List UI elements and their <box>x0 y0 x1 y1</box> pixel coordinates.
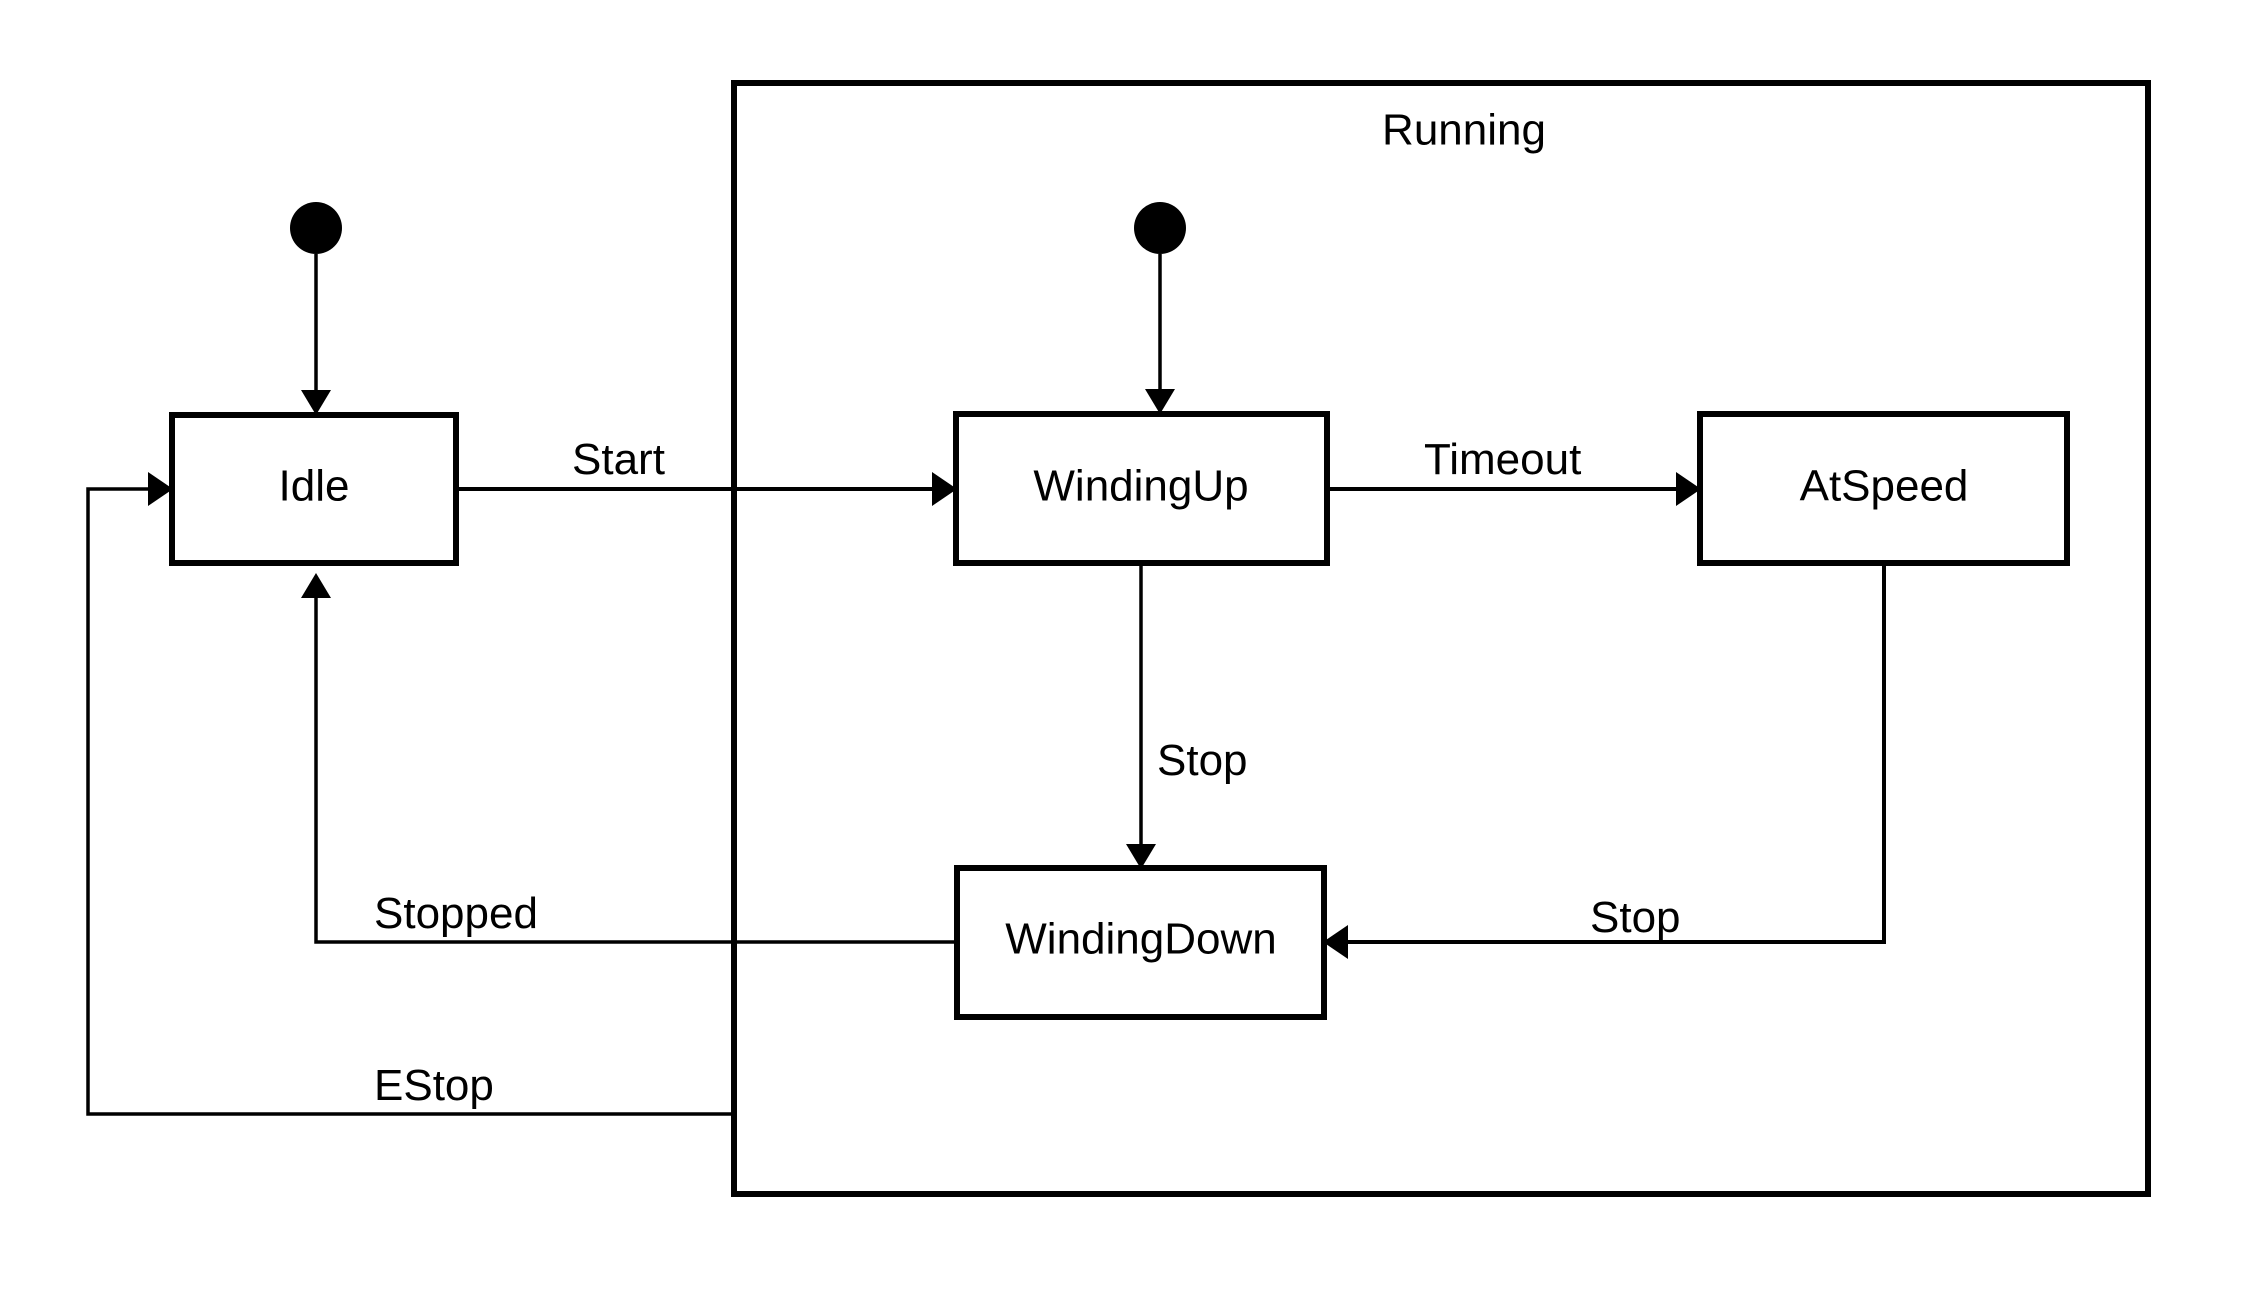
transition-label-estop: EStop <box>374 1061 494 1110</box>
state-winding-up[interactable]: WindingUp <box>953 411 1330 566</box>
transition-running-to-idle-arrowhead <box>148 472 173 506</box>
transition-atspeed-to-windingdown-arrowhead <box>1323 925 1348 959</box>
transition-windingup-to-windingdown[interactable]: Stop <box>1126 566 1248 869</box>
transition-idle-to-windingup-arrowhead <box>932 472 957 506</box>
transition-running-to-idle-line <box>86 487 731 1116</box>
transition-initial-to-idle-arrowhead <box>301 390 331 415</box>
state-winding-down[interactable]: WindingDown <box>954 865 1327 1020</box>
composite-state-running-border <box>731 80 2151 1197</box>
transition-atspeed-to-windingdown-line <box>1342 566 1886 944</box>
transition-running-to-idle[interactable]: EStop <box>86 472 731 1116</box>
transition-windingup-to-windingdown-arrowhead <box>1126 844 1156 869</box>
initial-state-node-toplevel[interactable] <box>290 202 342 254</box>
state-at-speed[interactable]: AtSpeed <box>1697 411 2070 566</box>
transition-windingup-to-atspeed-arrowhead <box>1676 472 1701 506</box>
state-idle-label: Idle <box>279 462 350 511</box>
state-winding-up-border <box>953 411 1330 566</box>
transition-windingdown-to-idle-line <box>314 592 954 944</box>
composite-state-running-label: Running <box>1382 106 1546 155</box>
transition-atspeed-to-windingdown[interactable]: Stop <box>1323 566 1886 959</box>
initial-state-node-running[interactable] <box>1134 202 1186 254</box>
state-idle[interactable]: Idle <box>169 412 459 566</box>
transition-label-stopped: Stopped <box>374 889 538 938</box>
transition-label-stop-atspeed: Stop <box>1590 893 1681 942</box>
state-winding-down-label: WindingDown <box>1005 915 1276 964</box>
state-at-speed-label: AtSpeed <box>1800 462 1969 511</box>
transition-windingdown-to-idle[interactable]: Stopped <box>301 573 954 944</box>
state-winding-up-label: WindingUp <box>1033 462 1248 511</box>
transition-initial-to-windingup[interactable] <box>1145 254 1175 414</box>
transition-label-stop-windingup: Stop <box>1157 736 1248 785</box>
transition-initial-to-windingup-arrowhead <box>1145 389 1175 414</box>
transition-label-start: Start <box>572 435 665 484</box>
transition-windingdown-to-idle-arrowhead <box>301 573 331 598</box>
composite-state-running[interactable]: Running <box>731 80 2151 1197</box>
transition-idle-to-windingup[interactable]: Start <box>459 435 957 506</box>
state-idle-border <box>169 412 459 566</box>
state-winding-down-border <box>954 865 1327 1020</box>
transition-label-timeout: Timeout <box>1424 435 1581 484</box>
state-at-speed-border <box>1697 411 2070 566</box>
transition-initial-to-idle[interactable] <box>301 254 331 415</box>
transition-windingup-to-atspeed[interactable]: Timeout <box>1330 435 1701 506</box>
